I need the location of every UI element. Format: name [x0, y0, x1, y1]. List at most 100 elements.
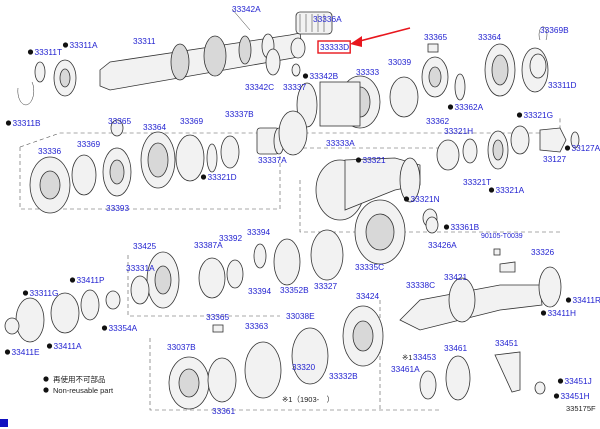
non-reusable-dot-icon: [5, 120, 12, 126]
part-number: 33461A: [391, 364, 420, 374]
part-number: 33393: [106, 203, 129, 213]
part-number: 33311D: [548, 80, 576, 90]
part-label: 33337A: [258, 155, 287, 165]
non-reusable-dot-icon: [443, 224, 450, 230]
counter-shaft-row: [315, 157, 439, 265]
part-number: 33336: [38, 146, 61, 156]
figure-code: 335175F: [566, 404, 596, 413]
part-label: 33369B: [540, 25, 569, 35]
bottom-row: [168, 305, 546, 410]
part-label: 33342C: [245, 82, 274, 92]
part-number: 33127: [543, 154, 566, 164]
part-label: 33394: [247, 227, 270, 237]
part-label: 33369: [180, 116, 203, 126]
part-number: 33332B: [329, 371, 358, 381]
part-number: 33451H: [561, 391, 590, 401]
part-number: 33342B: [310, 71, 339, 81]
part-label: 33451J: [557, 376, 592, 386]
part-number: 33425: [133, 241, 156, 251]
part-number: 33311B: [13, 118, 41, 128]
part-label: 33038E: [286, 311, 315, 321]
part-number: 33354A: [109, 323, 138, 333]
non-reusable-dot-icon: [200, 174, 207, 180]
part-label: 33361: [212, 406, 235, 416]
part-number: 33321: [363, 155, 386, 165]
part-number: 33411A: [54, 341, 82, 351]
part-label: 33421: [444, 272, 467, 282]
third-row: [4, 229, 562, 343]
part-number: 33426A: [428, 240, 457, 250]
part-number: 33365: [424, 32, 447, 42]
part-number: 33335C: [355, 262, 384, 272]
part-label: 33411A: [46, 341, 82, 351]
part-number: 33392: [219, 233, 242, 243]
part-label: 33461: [444, 343, 467, 353]
part-label: 33321: [355, 155, 386, 165]
part-number: 33411E: [12, 347, 40, 357]
non-reusable-dot-icon: [22, 290, 29, 296]
part-label: 33364: [143, 122, 166, 132]
part-label: 33333: [356, 67, 379, 77]
non-reusable-dot-icon: [553, 393, 560, 399]
part-number: 33331A: [126, 263, 155, 273]
part-number: 33037B: [167, 342, 196, 352]
part-label: 33336: [38, 146, 61, 156]
part-number: 33363: [245, 321, 268, 331]
part-number: 33365: [206, 312, 229, 322]
part-label: 33311G: [22, 288, 58, 298]
corner-square-icon: [0, 419, 8, 427]
part-number: 33321A: [496, 185, 525, 195]
part-label: 33037B: [167, 342, 196, 352]
part-number: 33369: [180, 116, 203, 126]
part-number: 33327: [314, 281, 337, 291]
part-number: 33311: [133, 36, 156, 46]
part-label: 33365: [108, 116, 131, 126]
callout-arrow: [350, 27, 411, 47]
part-label: 33127A: [564, 143, 600, 153]
part-number: 33362A: [455, 102, 484, 112]
part-label: 33336A: [313, 14, 342, 24]
part-label: 33361B: [443, 222, 480, 232]
part-label: 33426A: [428, 240, 457, 250]
part-label: 33327: [314, 281, 337, 291]
non-reusable-dot-icon: [4, 349, 11, 355]
part-number: 33421: [444, 272, 467, 282]
non-reusable-dot-icon: [540, 310, 547, 316]
legend-item-jp: 再使用不可部品: [53, 374, 106, 384]
non-reusable-dot-icon: [403, 196, 410, 202]
part-label: 33362A: [447, 102, 484, 112]
non-reusable-dot-icon: [557, 378, 564, 384]
part-number: 33127A: [572, 143, 600, 153]
part-number: 33352B: [280, 285, 309, 295]
part-number: 33364: [143, 122, 166, 132]
part-label: 33321N: [403, 194, 440, 204]
part-label: 33337B: [225, 109, 254, 119]
part-label: 33411E: [4, 347, 40, 357]
part-label: 33320: [292, 362, 315, 372]
part-number: 33311A: [70, 40, 98, 50]
part-label: 33331A: [126, 263, 155, 273]
legend-dot-icon: [43, 387, 49, 393]
part-label: 33335C: [355, 262, 384, 272]
part-label: 33333A: [326, 138, 355, 148]
part-label: 33363: [245, 321, 268, 331]
part-label: 33311D: [548, 80, 576, 90]
part-label: 33311A: [62, 40, 98, 50]
part-number: 33387A: [194, 240, 223, 250]
part-number: 33361B: [451, 222, 480, 232]
part-number: 33461: [444, 343, 467, 353]
legend-item-en: Non-reusable part: [53, 386, 114, 395]
non-reusable-dot-icon: [302, 73, 309, 79]
part-number: 33369: [77, 139, 100, 149]
part-number: 33394: [247, 227, 270, 237]
part-number: 33369B: [540, 25, 569, 35]
part-label: 33337: [283, 82, 306, 92]
part-label: 33411R: [565, 295, 600, 305]
part-label: 33321D: [200, 172, 237, 182]
part-number: 33333: [356, 67, 379, 77]
part-label: 33127: [543, 154, 566, 164]
second-row: [29, 110, 580, 214]
part-label: 33321H: [444, 126, 473, 136]
